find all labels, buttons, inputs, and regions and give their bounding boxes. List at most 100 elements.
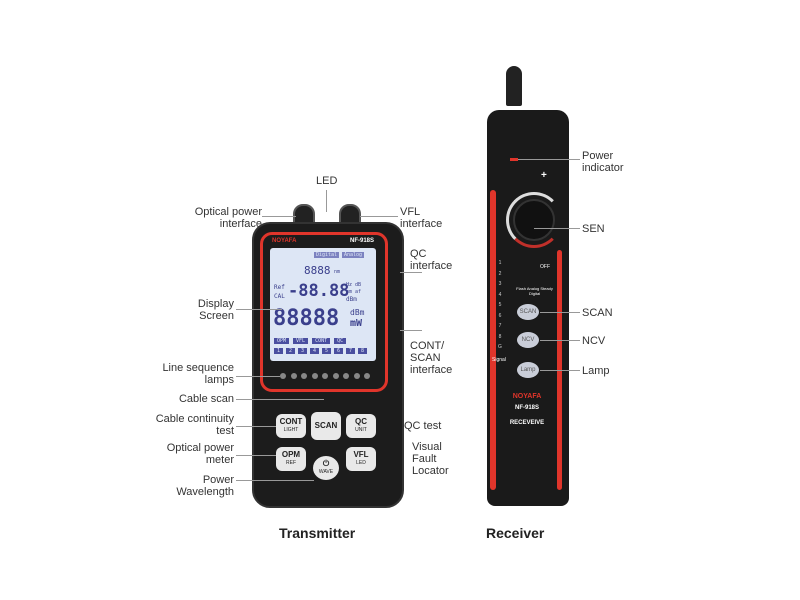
label-power-indicator: Power indicator [582, 150, 624, 174]
channel: 8 [358, 348, 367, 354]
leader-line [236, 455, 276, 456]
leader-line [540, 370, 580, 371]
power-button[interactable]: ⏻WAVE [313, 456, 339, 480]
lamp [353, 373, 360, 379]
tag-digital: Digital [314, 252, 340, 258]
qc-button-label: QC [355, 417, 367, 426]
label-visual-fault-locator: Visual Fault Locator [412, 441, 449, 477]
channel: 3 [298, 348, 307, 354]
transmitter-screen-bezel [260, 232, 388, 392]
transmitter-brand: NOYAFA [272, 238, 297, 244]
wavelength-readout: 8888 [304, 264, 331, 277]
signal-label: Signal [492, 357, 506, 363]
channel: 3 [498, 281, 502, 287]
opm-button-label: OPM [281, 450, 301, 459]
wavelength-unit: nm [334, 269, 341, 275]
label-qc-interface: QC interface [410, 248, 453, 272]
mid-units-3: dBm [346, 296, 357, 303]
main-unit-dbm: dBm [350, 308, 365, 317]
main-unit-mw: mW [350, 318, 363, 329]
label-led: LED [316, 175, 338, 187]
leader-line [518, 159, 580, 160]
channel: 7 [498, 323, 502, 329]
label-cable-continuity-test: Cable continuity test [155, 413, 234, 437]
qc-button-sublabel: UNIT [355, 427, 367, 433]
channel: 4 [310, 348, 319, 354]
label-line-sequence-lamps: Line sequence lamps [162, 362, 234, 386]
power-icon: ⏻ [322, 459, 330, 468]
probe-tip [506, 66, 522, 106]
lamp [322, 373, 328, 379]
receiver-caption: Receiver [486, 525, 545, 541]
plus-mark: + [541, 170, 547, 181]
transmitter-caption: Transmitter [279, 525, 356, 541]
scan-button[interactable]: SCAN [311, 412, 341, 440]
mid-units: Hz dB [346, 282, 362, 288]
leader-line [534, 228, 580, 229]
label-optical-power-interface: Optical power interface [194, 206, 262, 230]
lamp [280, 373, 286, 379]
mode-opm: OPM [274, 338, 290, 344]
main-readout: 88888 [273, 306, 340, 331]
lamp [301, 373, 307, 379]
mode-legend: Flash Analog Steady Digital [516, 286, 553, 296]
receiver-model: NF-918S [514, 405, 539, 411]
cont-button-sublabel: LIGHT [283, 427, 299, 433]
channel: 6 [334, 348, 343, 354]
scan-button-receiver[interactable]: SCAN [517, 304, 539, 320]
mode-vfl: VFL [293, 338, 309, 344]
channel: 7 [346, 348, 355, 354]
lamp [364, 373, 370, 379]
leader-line [236, 309, 282, 310]
label-cont-scan-interface: CONT/ SCAN interface [410, 340, 453, 376]
lamp-button[interactable]: Lamp [517, 362, 539, 378]
lamp [343, 373, 349, 379]
line-sequence-lamps [280, 373, 370, 379]
leader-line [236, 480, 314, 481]
channel: 1 [274, 348, 283, 354]
off-mark: OFF [540, 264, 550, 270]
cont-button-label: CONT [279, 417, 303, 426]
vfl-button-sublabel: LED [356, 460, 366, 466]
label-display-screen: Display Screen [197, 298, 234, 322]
channel: 5 [498, 302, 502, 308]
label-optical-power-meter: Optical power meter [166, 442, 234, 466]
channel: 1 [498, 260, 502, 266]
label-scan: SCAN [582, 307, 613, 319]
mode-qc: QC [334, 338, 347, 344]
ref-indicator: Ref [274, 284, 285, 291]
lamp [290, 373, 297, 379]
channel: 8 [498, 333, 502, 340]
scan-button-label: SCAN [314, 421, 338, 430]
receiver-brand: NOYAFA [512, 393, 542, 400]
receiver-red-trim [490, 190, 496, 490]
mid-readout: -88.88 [288, 281, 350, 301]
channel: 2 [286, 348, 295, 354]
channel: 4 [498, 291, 502, 298]
leader-line [400, 330, 422, 331]
channel: 6 [498, 312, 502, 319]
power-button-sublabel: WAVE [318, 469, 334, 475]
leader-line [326, 190, 327, 212]
leader-line [400, 272, 422, 273]
channel: 5 [322, 348, 331, 354]
leader-line [540, 312, 580, 313]
mode-indicators: OPM VFL CONT QC [274, 338, 347, 344]
label-lamp: Lamp [582, 365, 610, 377]
channel: G [498, 344, 502, 350]
receiver-name: RECEVEIVE [509, 420, 545, 426]
label-sen: SEN [582, 223, 605, 235]
lamp [332, 373, 339, 379]
display-screen: Digital Analog 8888 nm Ref CAL -88.88 Hz… [270, 248, 376, 361]
lamp [311, 373, 318, 379]
sen-knob[interactable] [513, 199, 555, 241]
ncv-button[interactable]: NCV [517, 332, 539, 348]
leader-line [236, 376, 280, 377]
label-vfl-interface: VFL interface [400, 206, 443, 230]
leader-line [236, 399, 324, 400]
